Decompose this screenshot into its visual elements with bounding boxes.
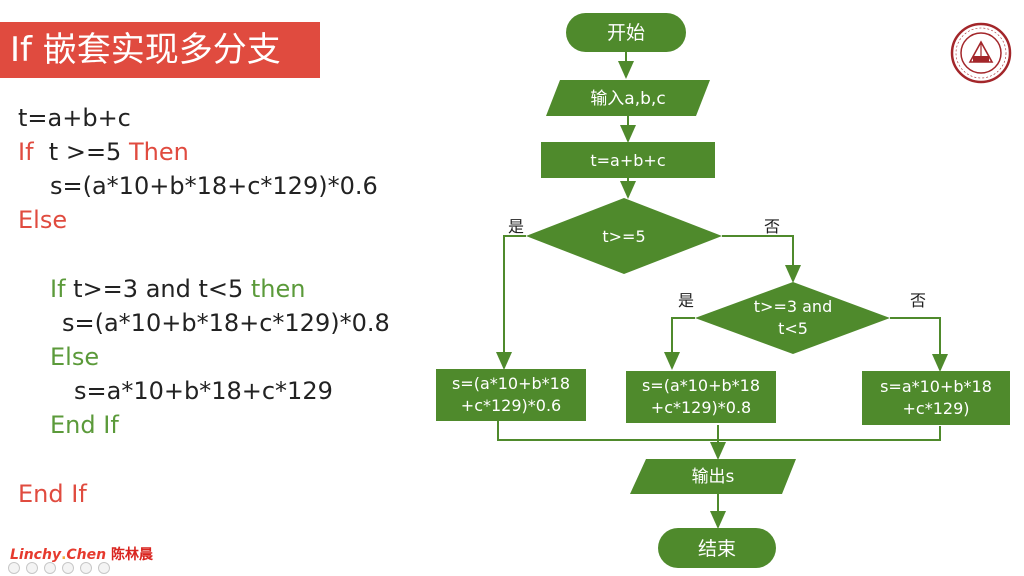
code-line-6: s=(a*10+b*18+c*129)*0.8: [62, 309, 390, 337]
end-label: 结束: [698, 538, 736, 560]
code-line-2: If t >=5 Then: [18, 138, 189, 166]
code-line-4: Else: [18, 206, 68, 234]
author-name-en-2: Chen: [66, 547, 107, 563]
keyword-if-nested: If: [50, 275, 66, 303]
author-name-en: Linchy: [10, 547, 62, 563]
input-parallelogram: [546, 80, 710, 116]
author-name-cn: 陈林晨: [110, 547, 153, 563]
result-box-3-line-1: s=a*10+b*18: [880, 377, 992, 396]
result-box-2: [626, 371, 776, 423]
start-terminal: [566, 13, 686, 52]
slide-control-toolbar: [8, 562, 110, 574]
flow-connectors: [496, 52, 948, 529]
result-box-1: [436, 369, 586, 421]
condition-2-diamond: [695, 282, 890, 354]
assign-label: t=a+b+c: [590, 151, 665, 170]
author-signature: Linchy.Chen 陈林晨: [10, 544, 153, 564]
keyword-if: If: [18, 138, 34, 166]
condition-1-no: 否: [764, 217, 780, 236]
pen-icon[interactable]: [44, 562, 56, 574]
condition-1-yes: 是: [508, 217, 524, 236]
condition-2-label-line-1: t>=3 and: [754, 297, 832, 316]
result-box-3: [862, 371, 1010, 425]
result-box-1-line-1: s=(a*10+b*18: [452, 374, 570, 393]
code-line-7: Else: [50, 343, 100, 371]
next-slide-icon[interactable]: [26, 562, 38, 574]
author-name-dot: .: [61, 547, 67, 563]
code-line-1: t=a+b+c: [18, 104, 131, 132]
condition-2-label-line-2: t<5: [778, 319, 808, 338]
result-box-3-line-2: +c*129): [903, 399, 970, 418]
code-condition: t >=5: [33, 138, 129, 166]
code-line-10: End If: [18, 480, 87, 508]
output-label: 输出s: [692, 467, 735, 487]
keyword-then-nested: then: [250, 275, 306, 303]
keyword-then: Then: [128, 138, 189, 166]
input-label: 输入a,b,c: [590, 89, 665, 109]
university-seal-logo: [950, 22, 1012, 84]
result-box-1-line-2: +c*129)*0.6: [461, 396, 561, 415]
result-box-2-line-1: s=(a*10+b*18: [642, 376, 760, 395]
start-label: 开始: [607, 22, 645, 44]
code-condition-nested: t>=3 and t<5: [65, 275, 251, 303]
condition-2-no: 否: [910, 291, 926, 310]
output-parallelogram: [630, 459, 796, 494]
prev-slide-icon[interactable]: [8, 562, 20, 574]
slide-title: If 嵌套实现多分支: [0, 22, 320, 78]
condition-1-diamond: [526, 198, 722, 274]
code-line-3: s=(a*10+b*18+c*129)*0.6: [50, 172, 378, 200]
zoom-icon[interactable]: [80, 562, 92, 574]
code-line-9: End If: [50, 411, 119, 439]
slides-grid-icon[interactable]: [62, 562, 74, 574]
more-options-icon[interactable]: [98, 562, 110, 574]
code-line-5: If t>=3 and t<5 then: [50, 275, 306, 303]
condition-1-label: t>=5: [602, 227, 645, 246]
code-line-8: s=a*10+b*18+c*129: [74, 377, 333, 405]
result-box-2-line-2: +c*129)*0.8: [651, 398, 751, 417]
assign-process: [541, 142, 715, 178]
condition-2-yes: 是: [678, 291, 694, 310]
end-terminal: [658, 528, 776, 568]
